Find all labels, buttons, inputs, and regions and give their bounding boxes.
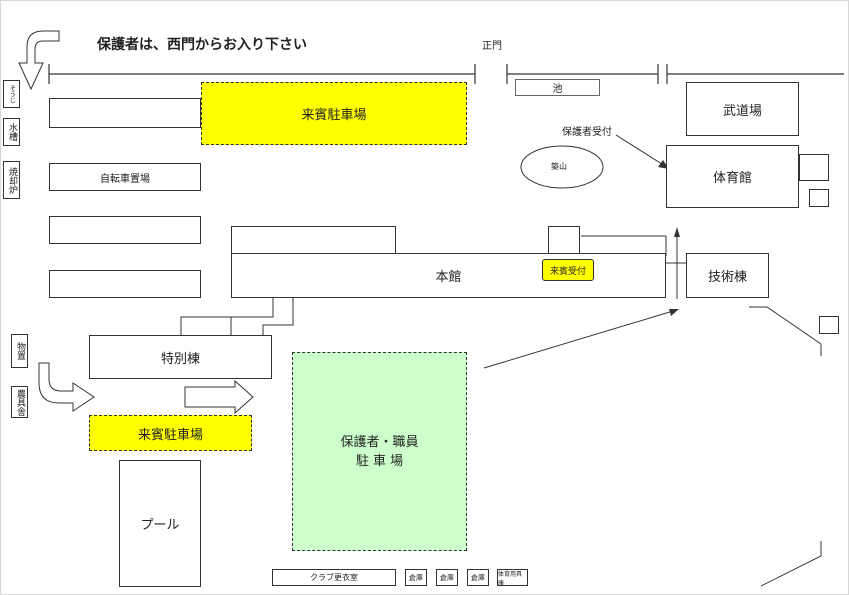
storage-2: 倉庫 <box>436 569 458 586</box>
club-changing-room: クラブ更衣室 <box>272 569 396 586</box>
incinerator: 焼却炉 <box>3 161 20 199</box>
tsukiyama-mound <box>520 145 604 189</box>
tech-building: 技術棟 <box>686 253 769 298</box>
gym-annex-1 <box>799 154 829 181</box>
route-arrow-diagonal-head <box>669 309 679 316</box>
guest-reception: 来賓受付 <box>542 259 594 281</box>
storage-shed: 物置 <box>11 334 28 368</box>
pool: プール <box>119 460 201 587</box>
west-entry-arrow <box>38 362 95 412</box>
storage-1: 倉庫 <box>405 569 427 586</box>
gym-annex-2 <box>809 189 829 207</box>
guardian-staff-parking: 保護者・職員 駐 車 場 <box>292 352 467 551</box>
entry-block-arrow <box>184 379 254 415</box>
corridor <box>262 298 294 335</box>
west-building-1 <box>49 98 201 128</box>
main-building: 本館 <box>231 253 666 298</box>
water-tank: 水槽 <box>3 118 20 146</box>
reception-pointer-line <box>615 134 666 167</box>
farm-tool-shed: 農具舎 <box>11 386 28 418</box>
special-building: 特別棟 <box>89 335 272 379</box>
west-gate-notice: 保護者は、西門からお入り下さい <box>97 37 307 53</box>
guardian-parking-line2: 駐 車 場 <box>355 453 404 469</box>
main-building-wing <box>231 226 396 254</box>
left-facility-1: そうじ <box>3 80 20 108</box>
west-building-2 <box>49 216 201 244</box>
bike-parking: 自転車置場 <box>49 163 201 191</box>
corridor <box>180 298 274 335</box>
guest-parking-north: 来賓駐車場 <box>201 82 467 145</box>
guardian-parking-line1: 保護者・職員 <box>340 434 419 450</box>
east-boundary <box>749 306 822 345</box>
guardian-reception-label: 保護者受付 <box>562 127 612 138</box>
tsukiyama-label: 築山 <box>551 162 567 171</box>
guest-parking-south: 来賓駐車場 <box>89 415 252 451</box>
west-building-3 <box>49 270 201 298</box>
main-building-tower <box>548 226 580 254</box>
equipment-storage: 体育用具庫 <box>497 569 528 587</box>
storage-3: 倉庫 <box>467 569 489 586</box>
budokan: 武道場 <box>686 82 799 136</box>
route-arrow-vertical-head <box>674 227 680 237</box>
route-arrow-diagonal <box>483 310 674 369</box>
south-east-boundary <box>760 541 822 587</box>
pond: 池 <box>515 79 600 96</box>
east-small-structure <box>819 316 839 334</box>
west-gate-arrow <box>18 30 60 91</box>
gymnasium: 体育館 <box>666 145 799 208</box>
main-gate-label: 正門 <box>482 41 502 52</box>
